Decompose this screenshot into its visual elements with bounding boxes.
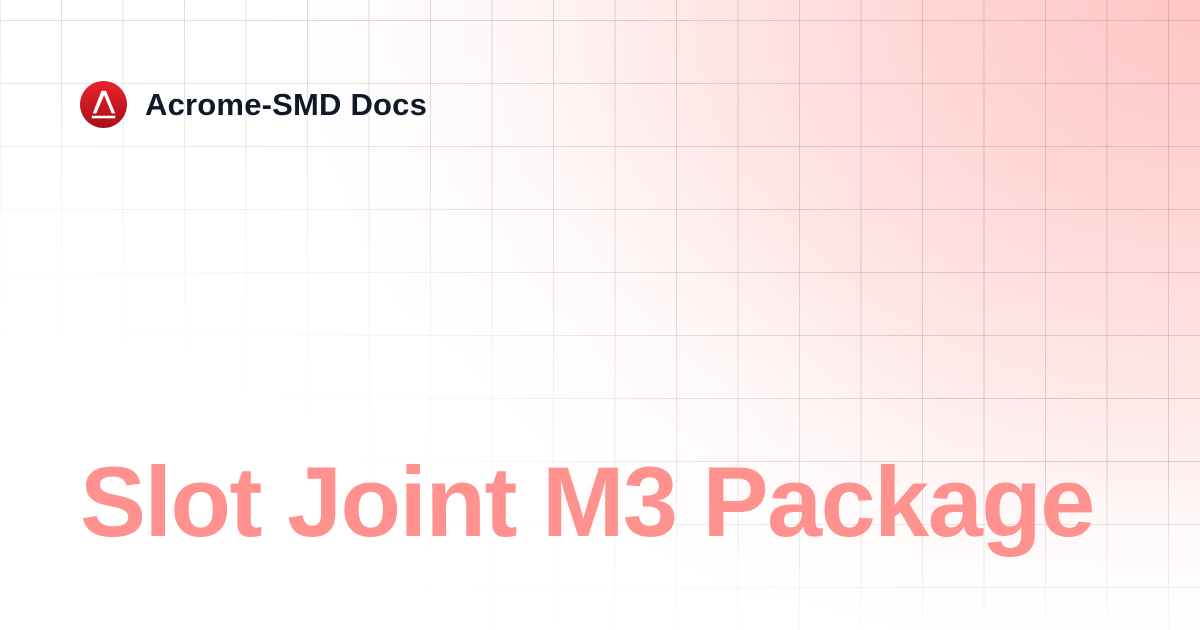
brand-name: Acrome-SMD Docs bbox=[145, 87, 428, 122]
acrome-logo-icon bbox=[80, 81, 127, 128]
page-title: Slot Joint M3 Package bbox=[80, 446, 1095, 557]
brand-header: Acrome-SMD Docs bbox=[80, 81, 427, 128]
